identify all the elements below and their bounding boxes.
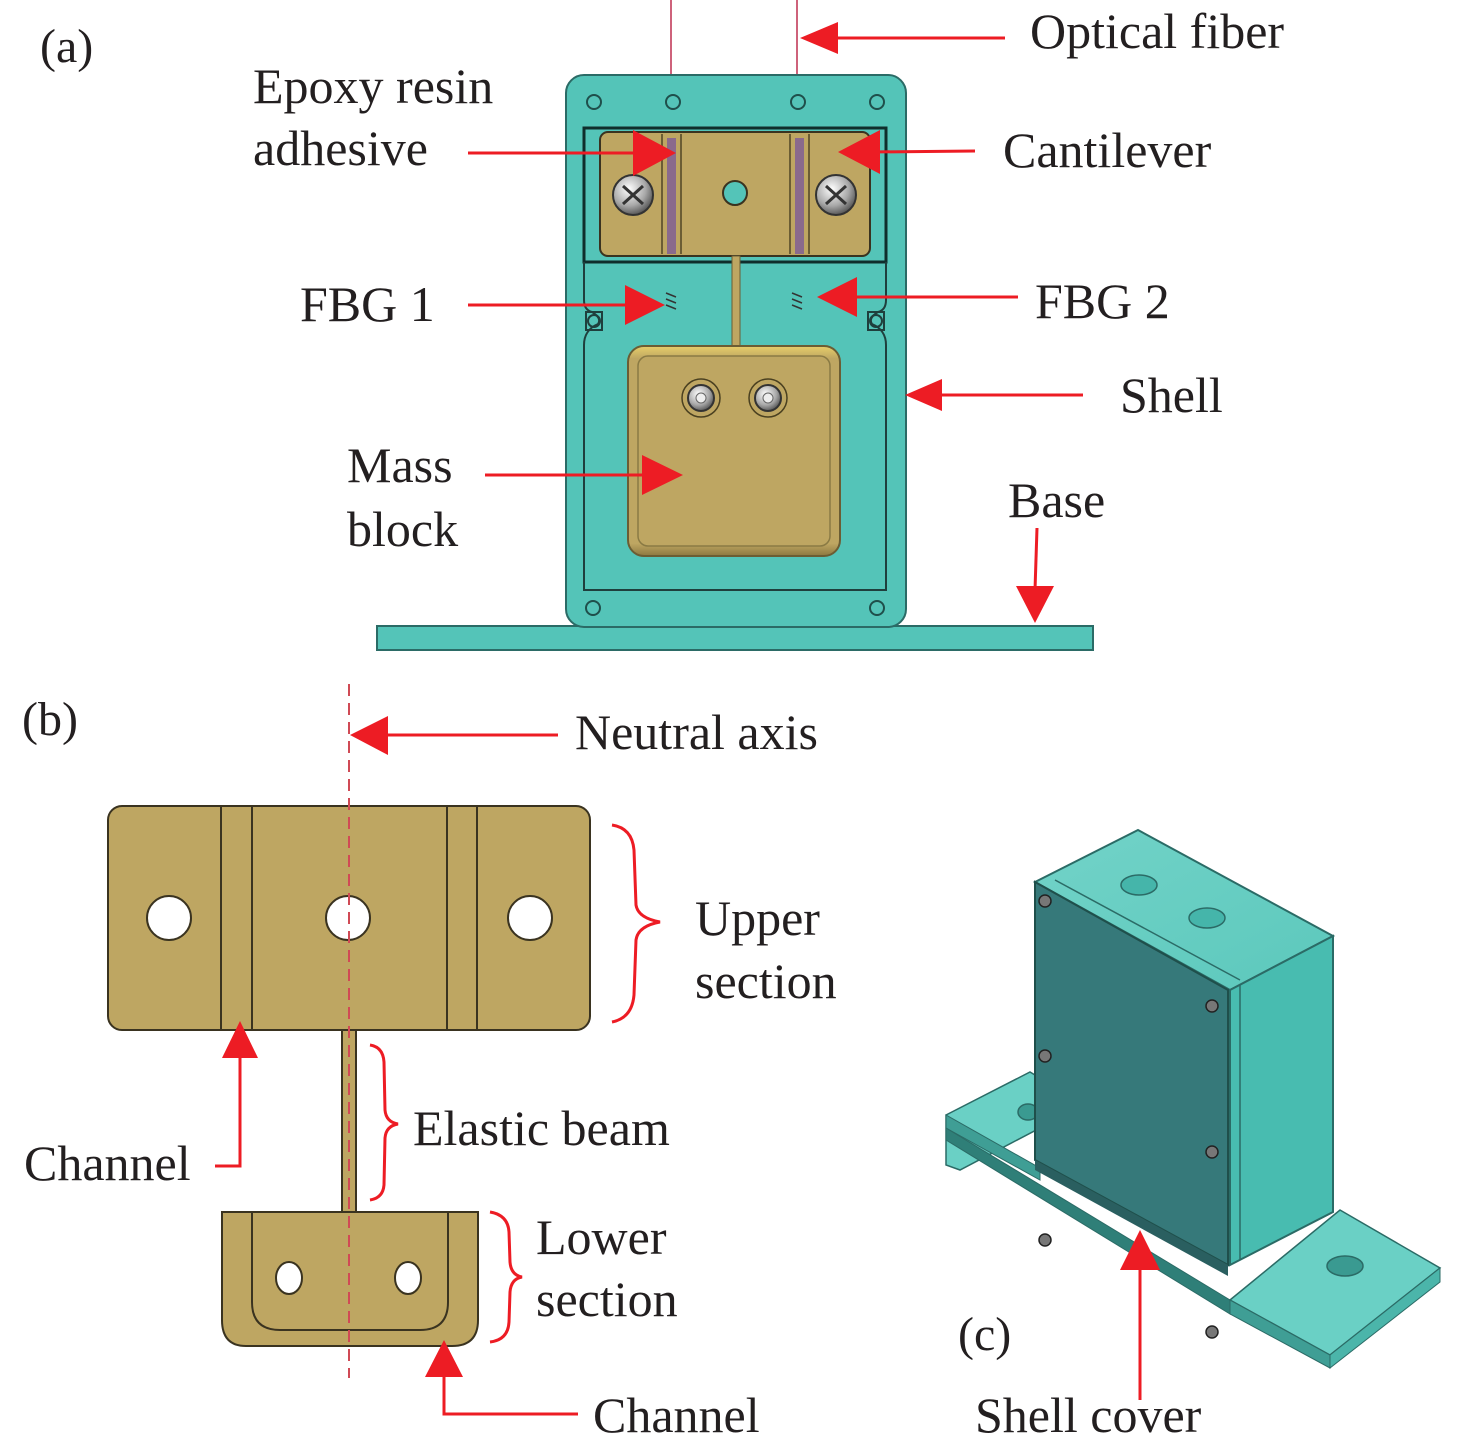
label-shell: Shell (1120, 367, 1223, 423)
annotation-upper-section: Upper section (611, 823, 837, 1024)
base-hole (1326, 1255, 1364, 1277)
base-plate (376, 625, 1094, 651)
panel-a: (a) (40, 0, 1284, 651)
annotation-neutral-axis: Neutral axis (350, 704, 818, 760)
label-optical-fiber: Optical fiber (1030, 3, 1284, 59)
screw-icon (815, 174, 857, 216)
annotation-channel-bottom: Channel (425, 1340, 760, 1443)
arrow-icon (350, 716, 388, 755)
label-epoxy-line1: Epoxy resin (253, 58, 493, 114)
label-fbg1: FBG 1 (300, 276, 435, 332)
annotation-epoxy: Epoxy resin adhesive (253, 58, 676, 176)
arrow-icon (642, 455, 683, 495)
center-hole (722, 180, 748, 206)
arrow-icon (222, 1021, 258, 1058)
epoxy-strip-1 (667, 138, 676, 254)
arrow-icon (817, 277, 857, 317)
brace-icon (489, 1210, 523, 1344)
annotation-channel-left: Channel (24, 1021, 258, 1191)
annotation-lower-section: Lower section (489, 1209, 678, 1344)
annotation-mass-block: Mass block (347, 437, 683, 557)
screw-icon (1205, 999, 1219, 1013)
annotation-shell: Shell (905, 367, 1223, 423)
screw-icon (1205, 1325, 1219, 1339)
label-base: Base (1008, 472, 1105, 528)
label-fbg2: FBG 2 (1035, 273, 1170, 329)
panel-b: (b) Neutral axis Upper section (22, 684, 837, 1443)
box-side-face (1229, 934, 1334, 1267)
shell-holes (585, 94, 885, 616)
base-wing-left (945, 1071, 1041, 1171)
panel-c: (c) Shell cover (945, 828, 1442, 1443)
screw-icon (1038, 1233, 1052, 1247)
label-elastic-beam: Elastic beam (413, 1100, 670, 1156)
snap-left (585, 311, 603, 331)
shell-hole (586, 94, 602, 110)
shell-hole (790, 94, 806, 110)
label-upper-line2: section (695, 953, 837, 1009)
arrow-icon (625, 285, 665, 325)
mount-hole (275, 1261, 303, 1295)
mount-hole (146, 895, 192, 941)
annotation-elastic-beam: Elastic beam (369, 1043, 670, 1202)
screw-icon (1205, 1145, 1219, 1159)
top-hole (1188, 907, 1226, 929)
annotation-fbg1: FBG 1 (300, 276, 665, 332)
annotation-optical-fiber: Optical fiber (800, 3, 1284, 59)
arrow-icon (905, 379, 942, 411)
annotation-shell-cover: Shell cover (975, 1230, 1202, 1443)
panel-c-label: (c) (958, 1308, 1011, 1361)
mount-hole (394, 1261, 422, 1295)
mount-hole (507, 895, 553, 941)
label-lower-line2: section (536, 1271, 678, 1327)
label-epoxy-line2: adhesive (253, 120, 428, 176)
label-lower-line1: Lower (536, 1209, 667, 1265)
annotation-base: Base (1008, 472, 1105, 623)
label-channel-left: Channel (24, 1135, 191, 1191)
arrow-icon (1120, 1230, 1160, 1270)
screw-icon (1038, 894, 1052, 908)
label-cantilever: Cantilever (1003, 122, 1212, 178)
screw-icon (612, 174, 654, 216)
top-hole (1120, 874, 1158, 896)
label-upper-line1: Upper (695, 890, 820, 946)
fbg-grating-1 (665, 292, 677, 310)
bolt-icon (748, 378, 788, 418)
arrow-icon (1016, 586, 1054, 623)
arrow-icon (425, 1340, 463, 1377)
shell-hole (585, 600, 601, 616)
bolt-icon (681, 378, 721, 418)
arrow-icon (800, 22, 838, 54)
epoxy-strip-2 (795, 138, 804, 254)
elastic-beam (731, 255, 741, 351)
annotation-fbg2: FBG 2 (817, 273, 1170, 329)
label-channel-bottom: Channel (593, 1387, 760, 1443)
screw-icon (1038, 1049, 1052, 1063)
annotation-cantilever: Cantilever (838, 122, 1212, 178)
panel-a-label: (a) (40, 20, 93, 73)
brace-icon (611, 823, 661, 1024)
cover-screws (1038, 894, 1219, 1339)
fbg-grating-2 (791, 292, 803, 310)
brace-icon (369, 1043, 399, 1202)
shell-hole (665, 94, 681, 110)
shell-hole (869, 600, 885, 616)
label-shell-cover: Shell cover (975, 1387, 1202, 1443)
label-mass-line2: block (347, 501, 458, 557)
panel-b-label: (b) (22, 693, 78, 746)
snap-right (867, 311, 885, 331)
arrow-icon (633, 130, 676, 176)
label-neutral-axis: Neutral axis (575, 704, 818, 760)
arrow-icon (838, 130, 880, 174)
label-mass-line1: Mass (347, 437, 453, 493)
shell-hole (869, 94, 885, 110)
